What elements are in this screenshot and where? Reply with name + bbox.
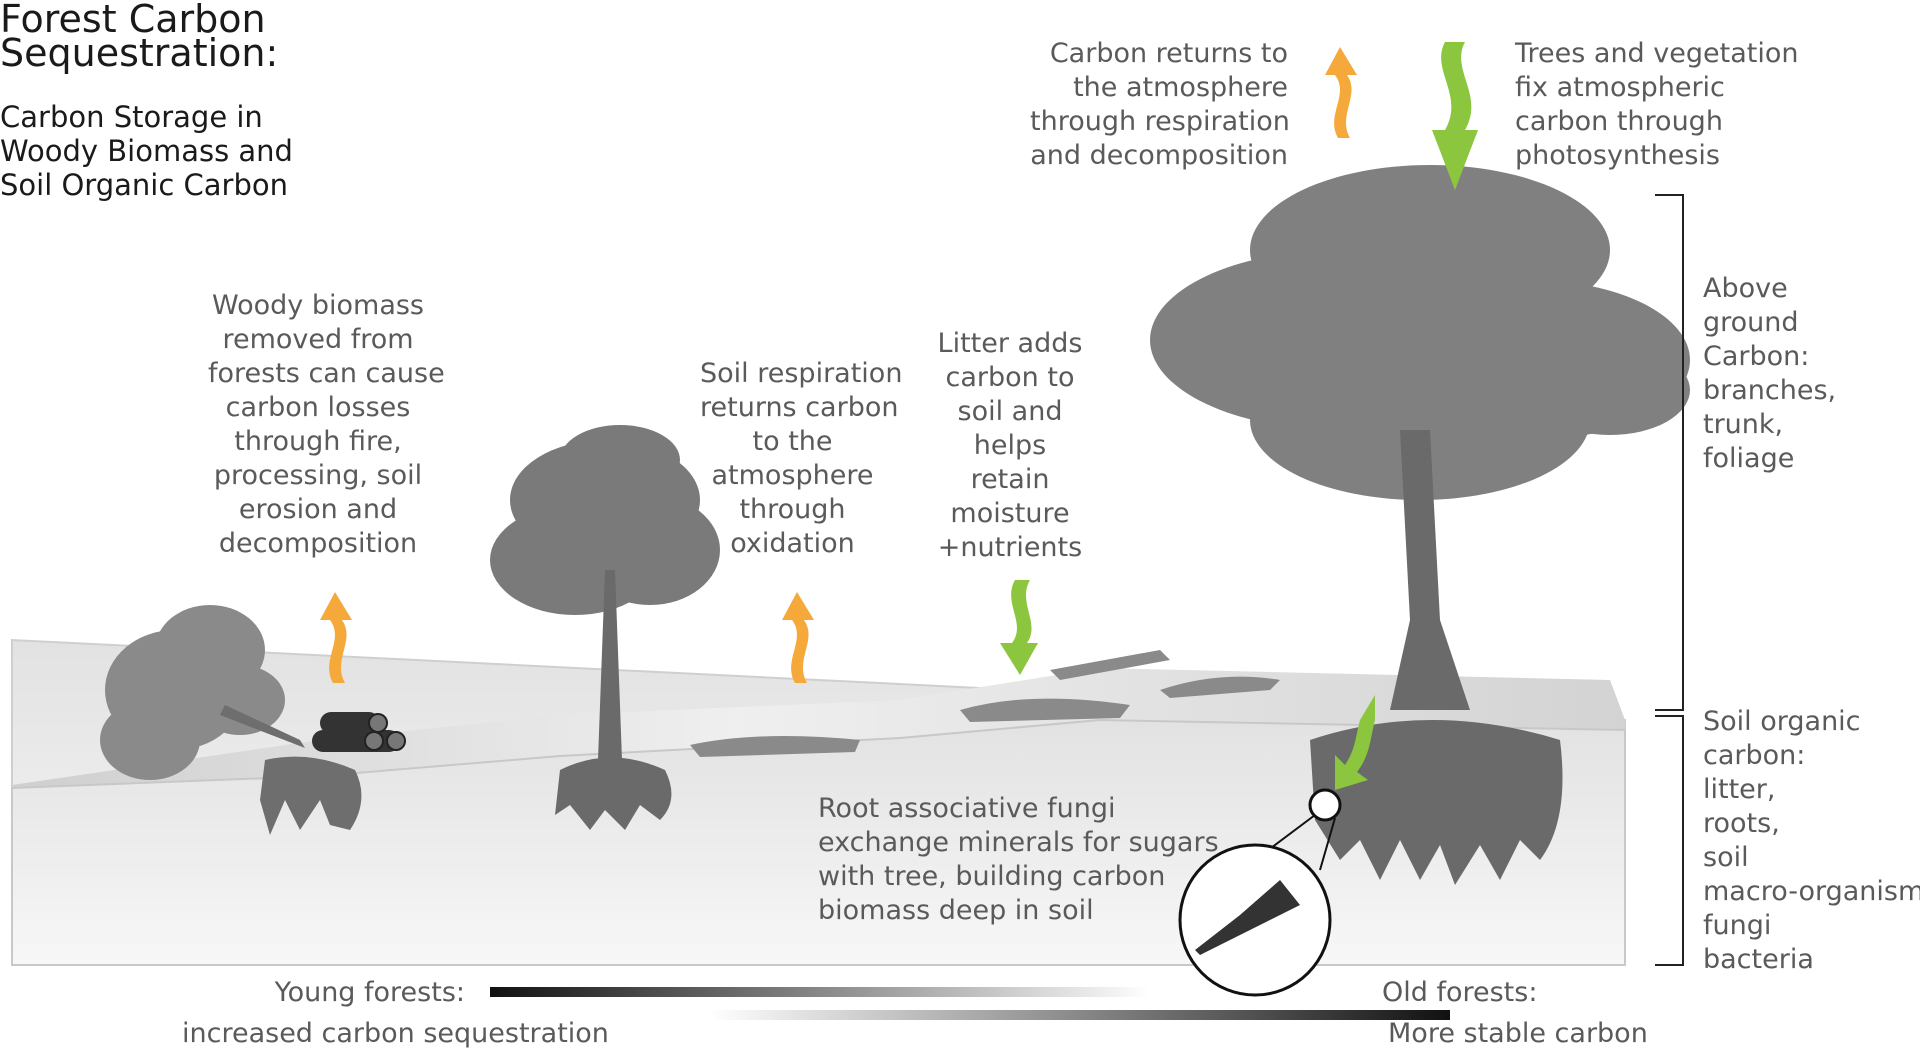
- label-line: soil and: [957, 396, 1063, 427]
- label-line: soil: [1703, 842, 1749, 873]
- label-line: moisture: [950, 498, 1070, 529]
- fungi-label: Root associative fungi exchange minerals…: [818, 792, 1219, 928]
- diagram-subtitle: Carbon Storage in Woody Biomass and Soil…: [0, 100, 293, 202]
- label-line: through fire,: [234, 426, 402, 457]
- stable-carbon-label: More stable carbon: [1388, 1018, 1648, 1049]
- label-line: Trees and vegetation: [1515, 38, 1799, 69]
- log-pile-icon: [312, 712, 406, 752]
- fallen-tree: [100, 605, 305, 780]
- soil-respiration-label: Soil respiration returns carbon to the a…: [700, 357, 903, 561]
- label-line: branches,: [1703, 375, 1837, 406]
- increased-sequestration-label: increased carbon sequestration: [182, 1018, 609, 1049]
- diagram-title: Forest Carbon Sequestration:: [0, 0, 279, 75]
- label-line: Litter adds: [937, 328, 1083, 359]
- photosynthesis-label: Trees and vegetation fix atmospheric car…: [1515, 37, 1798, 173]
- label-line: oxidation: [730, 528, 855, 559]
- label-line: erosion and: [238, 494, 398, 525]
- label-line: Carbon returns to: [1049, 38, 1288, 69]
- fallen-tree-roots: [260, 756, 362, 835]
- label-line: Root associative fungi: [818, 793, 1116, 824]
- label-line: ground: [1703, 307, 1799, 338]
- magnifier-circle-icon: [1178, 788, 1342, 997]
- label-line: processing, soil: [213, 460, 423, 491]
- label-line: bacteria: [1703, 944, 1814, 975]
- label-line: biomass deep in soil: [818, 895, 1094, 926]
- label-line: forests can cause: [208, 358, 445, 389]
- label-line: carbon losses: [225, 392, 411, 423]
- label-line: helps: [973, 430, 1047, 461]
- label-line: Soil respiration: [700, 358, 903, 389]
- label-line: roots,: [1703, 808, 1780, 839]
- label-line: decomposition: [218, 528, 418, 559]
- young-forests-label: Young forests:: [274, 977, 465, 1008]
- label-line: fungi: [1703, 910, 1772, 941]
- label-line: carbon through: [1515, 106, 1723, 137]
- young-tree: [490, 425, 720, 830]
- title-line: Sequestration:: [0, 31, 279, 75]
- green-wavy-down-arrow-icon: [1432, 42, 1478, 190]
- label-line: +nutrients: [937, 532, 1083, 563]
- title-line: Forest Carbon: [0, 0, 266, 41]
- atmosphere-return-label: Carbon returns to the atmosphere through…: [1030, 37, 1290, 173]
- label-line: Soil organic: [1703, 706, 1861, 737]
- label-line: the atmosphere: [1073, 72, 1288, 103]
- label-line: macro-organisms: [1703, 876, 1920, 907]
- subtitle-line: Woody Biomass and: [0, 134, 293, 168]
- label-line: carbon:: [1703, 740, 1806, 771]
- label-line: removed from: [222, 324, 414, 355]
- orange-wavy-up-arrow-icon: [320, 592, 352, 683]
- old-forests-label: Old forests:: [1382, 977, 1538, 1008]
- soil-organic-carbon-label: Soil organic carbon: litter, roots, soil…: [1703, 705, 1920, 977]
- ground-surface: [12, 668, 1625, 790]
- label-line: photosynthesis: [1515, 140, 1720, 171]
- green-wavy-down-arrow-icon: [1000, 580, 1038, 675]
- label-line: fix atmospheric: [1515, 72, 1725, 103]
- label-line: trunk,: [1703, 409, 1784, 440]
- subtitle-line: Carbon Storage in: [0, 100, 263, 134]
- green-wavy-down-arrow-icon: [1335, 695, 1375, 790]
- label-line: litter,: [1703, 774, 1776, 805]
- label-line: through: [739, 494, 846, 525]
- subtitle-line: Soil Organic Carbon: [0, 168, 288, 202]
- old-forests-gradient-bar: [710, 1010, 1450, 1020]
- label-line: Woody biomass: [212, 290, 424, 321]
- woody-biomass-label: Woody biomass removed from forests can c…: [208, 289, 445, 561]
- ground-litter: [690, 650, 1280, 757]
- young-forests-gradient-bar: [490, 987, 1150, 997]
- label-line: returns carbon: [700, 392, 899, 423]
- label-line: exchange minerals for sugars: [818, 827, 1219, 858]
- old-tree: [1150, 165, 1690, 885]
- label-line: Carbon:: [1703, 341, 1810, 372]
- label-line: atmosphere: [711, 460, 874, 491]
- label-line: carbon to: [945, 362, 1075, 393]
- label-line: retain: [970, 464, 1050, 495]
- label-line: through respiration: [1030, 106, 1290, 137]
- orange-wavy-up-arrow-icon: [1325, 47, 1357, 138]
- litter-label: Litter adds carbon to soil and helps ret…: [935, 327, 1085, 565]
- label-line: foliage: [1703, 443, 1795, 474]
- above-ground-bracket: [1655, 194, 1684, 711]
- label-line: to the: [752, 426, 833, 457]
- soil-organic-bracket: [1655, 715, 1684, 966]
- label-line: and decomposition: [1030, 140, 1288, 171]
- above-ground-carbon-label: Above ground Carbon: branches, trunk, fo…: [1703, 272, 1836, 476]
- orange-wavy-up-arrow-icon: [782, 592, 814, 683]
- label-line: Above: [1703, 273, 1788, 304]
- label-line: with tree, building carbon: [818, 861, 1166, 892]
